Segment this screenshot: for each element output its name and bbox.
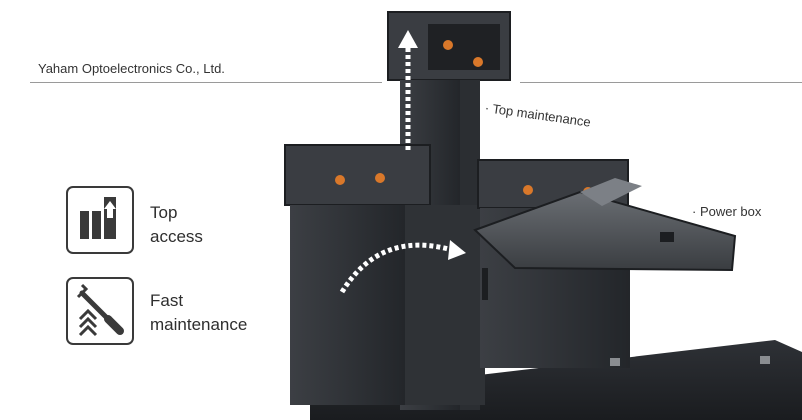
power-box-callout: · Power box <box>692 204 762 219</box>
header-divider-left <box>30 82 382 83</box>
top-access-label-line1: Top <box>150 203 178 222</box>
fast-maintenance-icon <box>66 277 134 345</box>
top-access-label: Top access <box>150 201 203 249</box>
fast-maintenance-label-line1: Fast <box>150 291 184 310</box>
company-name: Yaham Optoelectronics Co., Ltd. <box>38 61 225 76</box>
led-cabinet-illustration <box>284 11 802 420</box>
header-divider-right <box>520 82 802 83</box>
top-access-icon <box>66 186 134 254</box>
power-box <box>473 190 737 272</box>
fast-maintenance-label: Fast maintenance <box>150 289 247 337</box>
fast-maintenance-label-line2: maintenance <box>150 315 248 334</box>
top-access-label-line2: access <box>150 227 203 246</box>
left-cabinet <box>284 144 431 206</box>
